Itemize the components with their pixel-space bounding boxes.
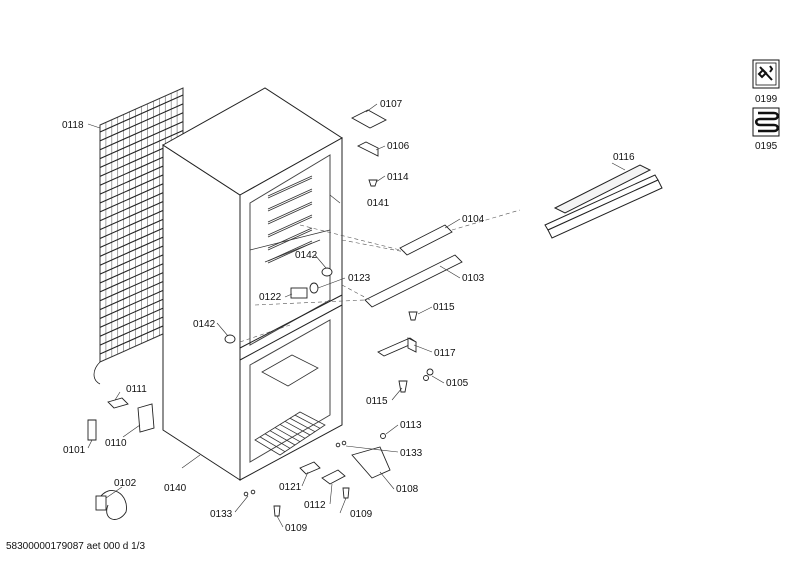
crisper-grid <box>254 354 326 456</box>
label-0109-right: 0109 <box>350 509 373 520</box>
label-0107: 0107 <box>380 99 403 110</box>
label-0113: 0113 <box>400 420 422 431</box>
label-0118: 0118 <box>62 120 84 131</box>
shelf-rails <box>249 175 331 264</box>
assembly-lines <box>239 209 521 343</box>
control-panel-strip <box>544 164 663 239</box>
label-0114: 0114 <box>387 172 409 183</box>
label-0112: 0112 <box>304 500 326 511</box>
part-labels: 0107 0106 0114 0141 0104 0142 0123 0103 … <box>62 99 635 534</box>
label-0104: 0104 <box>462 214 485 225</box>
label-0199: 0199 <box>755 94 778 105</box>
label-0109-left: 0109 <box>285 523 308 534</box>
label-0121: 0121 <box>279 482 302 493</box>
document-id: 58300000179087 aet 000 d 1/3 <box>6 541 146 552</box>
label-0101: 0101 <box>63 445 86 456</box>
label-0108: 0108 <box>396 484 419 495</box>
label-0102: 0102 <box>114 478 137 489</box>
label-0105: 0105 <box>446 378 469 389</box>
coil-icon <box>752 107 780 137</box>
label-0110: 0110 <box>105 438 127 449</box>
label-0142-upper: 0142 <box>295 250 318 261</box>
label-0115-upper: 0115 <box>433 302 455 313</box>
label-0133-lower: 0133 <box>210 509 233 520</box>
label-0133-upper: 0133 <box>400 448 423 459</box>
label-0116: 0116 <box>613 152 635 163</box>
fridge-cabinet <box>162 87 343 481</box>
label-0123: 0123 <box>348 273 371 284</box>
label-0117: 0117 <box>434 348 456 359</box>
small-parts <box>87 109 463 520</box>
label-0103: 0103 <box>462 273 485 284</box>
label-0111: 0111 <box>126 384 147 395</box>
wrench-icon <box>752 59 780 89</box>
label-0142-lower: 0142 <box>193 319 216 330</box>
label-0141: 0141 <box>367 198 390 209</box>
label-0106: 0106 <box>387 141 410 152</box>
label-0140: 0140 <box>164 483 187 494</box>
label-0122: 0122 <box>259 292 282 303</box>
label-0195: 0195 <box>755 141 778 152</box>
label-0115-lower: 0115 <box>366 396 388 407</box>
leader-lines <box>87 103 626 528</box>
